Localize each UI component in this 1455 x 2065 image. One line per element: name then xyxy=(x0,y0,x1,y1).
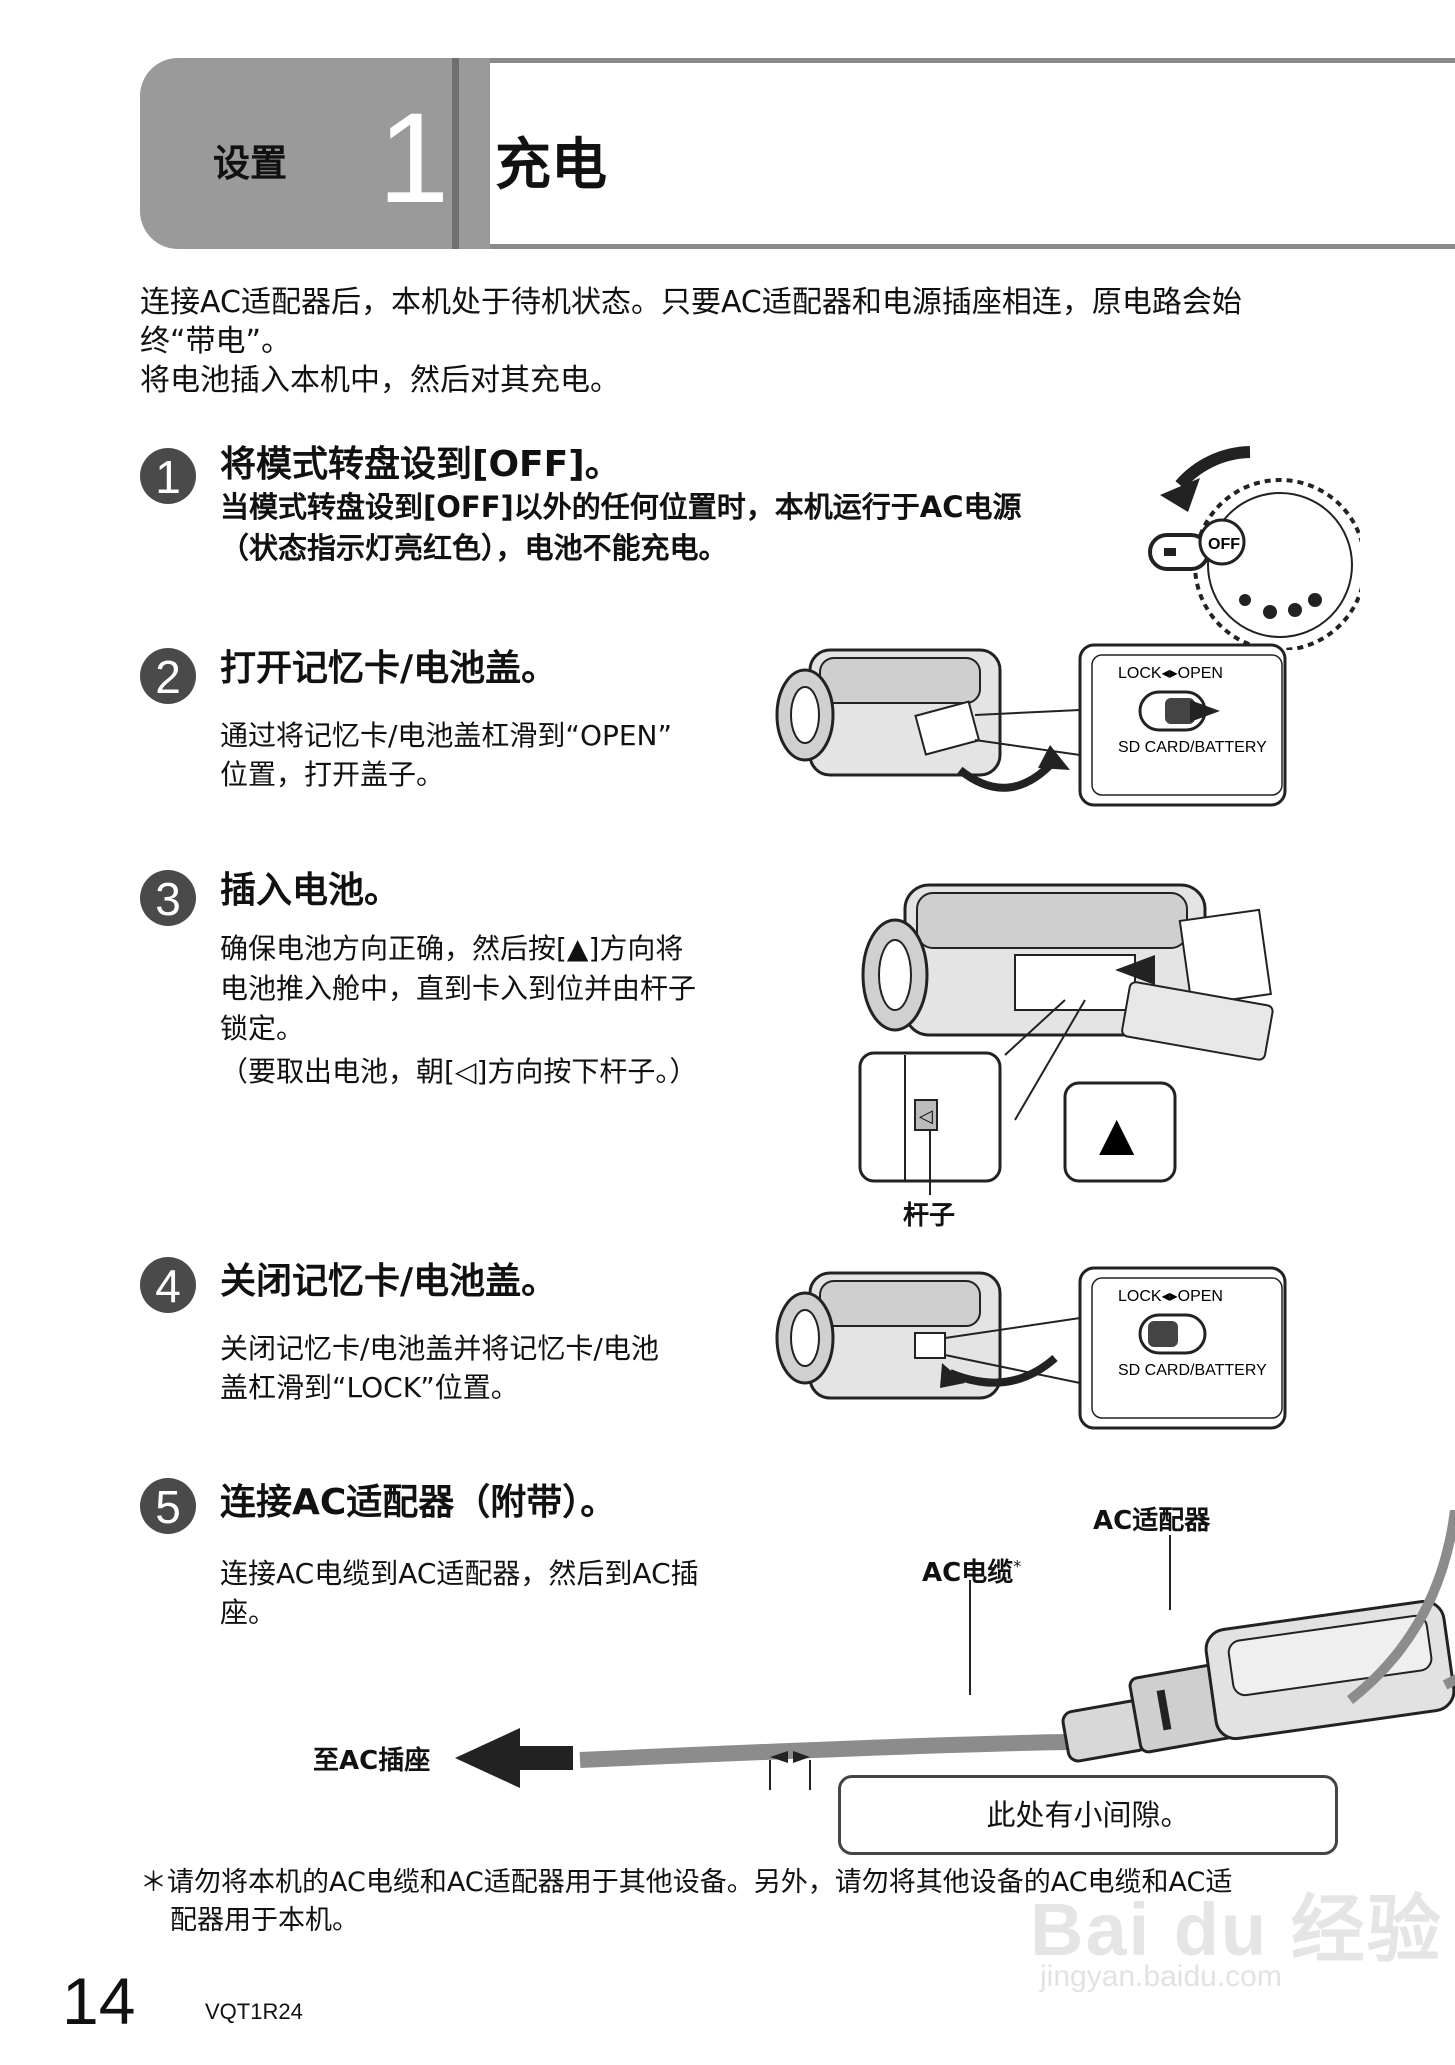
step-number: 2 xyxy=(140,648,196,704)
battery-insert-illustration: ◁ ▲ xyxy=(858,883,1274,1195)
step-body: 盖杠滑到“LOCK”位置。 xyxy=(220,1371,519,1404)
step-number: 3 xyxy=(140,870,196,926)
step-number: 4 xyxy=(140,1257,196,1313)
step-body: 当模式转盘设到[OFF]以外的任何位置时，本机运行于AC电源 xyxy=(220,490,1022,524)
watermark-url: jingyan.baidu.com xyxy=(1040,1960,1282,1993)
switch-lock-open-label: LOCK◂▸OPEN xyxy=(1118,1288,1223,1305)
intro-line: 将电池插入本机中，然后对其充电。 xyxy=(140,363,620,398)
cable-footnote-mark: * xyxy=(1013,1556,1022,1576)
cable-label-text: AC电缆 xyxy=(922,1558,1014,1588)
footnote: ＊请勿将本机的AC电缆和AC适配器用于其他设备。另外，请勿将其他设备的AC电缆和… xyxy=(140,1864,1340,1940)
intro-line: 连接AC适配器后，本机处于待机状态。只要AC适配器和电源插座相连，原电路会始 xyxy=(140,285,1242,320)
cable-label: AC电缆* xyxy=(922,1552,1021,1589)
footnote-line: 配器用于本机。 xyxy=(170,1905,359,1936)
outlet-label: 至AC插座 xyxy=(313,1746,431,1776)
section-number: 1 xyxy=(378,87,450,230)
page-title: 充电 xyxy=(495,133,607,198)
footnote-line: ＊请勿将本机的AC电缆和AC适配器用于其他设备。另外，请勿将其他设备的AC电缆和… xyxy=(140,1864,1340,1902)
step-title: 将模式转盘设到[OFF]。 xyxy=(220,444,621,485)
header-band xyxy=(458,58,1455,249)
switch-lock-open-label: LOCK◂▸OPEN xyxy=(1118,665,1223,682)
step-title: 连接AC适配器（附带）。 xyxy=(220,1482,617,1523)
step-body: 位置，打开盖子。 xyxy=(220,758,445,791)
ac-adapter-illustration xyxy=(455,1510,1455,1790)
push-arrow-symbol: ▲ xyxy=(1087,1101,1146,1168)
step-number: 5 xyxy=(140,1478,196,1534)
section-label: 设置 xyxy=(213,142,287,185)
intro-text: 连接AC适配器后，本机处于待机状态。只要AC适配器和电源插座相连，原电路会始 终… xyxy=(140,283,1370,400)
lever-triangle-symbol: ◁ xyxy=(919,1106,933,1126)
step-title: 插入电池。 xyxy=(220,870,401,911)
adapter-label: AC适配器 xyxy=(1093,1506,1211,1536)
step-body: （要取出电池，朝[◁]方向按下杆子。） xyxy=(220,1055,698,1088)
step-body: 连接AC电缆到AC适配器，然后到AC插 xyxy=(220,1557,699,1590)
camera-open-cover-illustration: LOCK◂▸OPEN SD CARD/BATTERY xyxy=(775,643,1287,807)
dial-off-label: OFF xyxy=(1208,536,1240,553)
step-title: 打开记忆卡/电池盖。 xyxy=(220,648,558,689)
mode-dial-illustration: OFF xyxy=(1148,446,1360,650)
step-body: 电池推入舱中，直到卡入到位并由杆子 xyxy=(220,972,697,1005)
document-code: VQT1R24 xyxy=(205,1999,303,2024)
step-body: 座。 xyxy=(220,1596,277,1629)
step-number: 1 xyxy=(140,448,196,504)
step-body: 锁定。 xyxy=(220,1012,305,1045)
step-body: 确保电池方向正确，然后按[▲]方向将 xyxy=(220,932,684,965)
page-number: 14 xyxy=(62,1964,136,2038)
step-body: （状态指示灯亮红色），电池不能充电。 xyxy=(220,531,728,565)
watermark-logo: Bai du 经验 xyxy=(1030,1888,1443,1971)
switch-card-label: SD CARD/BATTERY xyxy=(1118,739,1267,756)
step-body: 通过将记忆卡/电池盖杠滑到“OPEN” xyxy=(220,719,673,752)
footnote-mark: ＊ xyxy=(140,1867,167,1898)
lever-label: 杆子 xyxy=(903,1201,956,1231)
footnote-text: 请勿将本机的AC电缆和AC适配器用于其他设备。另外，请勿将其他设备的AC电缆和A… xyxy=(167,1867,1233,1898)
intro-line: 终“带电”。 xyxy=(140,324,292,359)
header-separator xyxy=(452,58,459,249)
step-title: 关闭记忆卡/电池盖。 xyxy=(220,1261,558,1302)
switch-card-label: SD CARD/BATTERY xyxy=(1118,1362,1267,1379)
camera-close-cover-illustration: LOCK◂▸OPEN SD CARD/BATTERY xyxy=(775,1266,1287,1430)
step-body: 关闭记忆卡/电池盖并将记忆卡/电池 xyxy=(220,1332,659,1365)
header-tab xyxy=(140,58,490,249)
gap-callout: 此处有小间隙。 xyxy=(838,1775,1338,1855)
